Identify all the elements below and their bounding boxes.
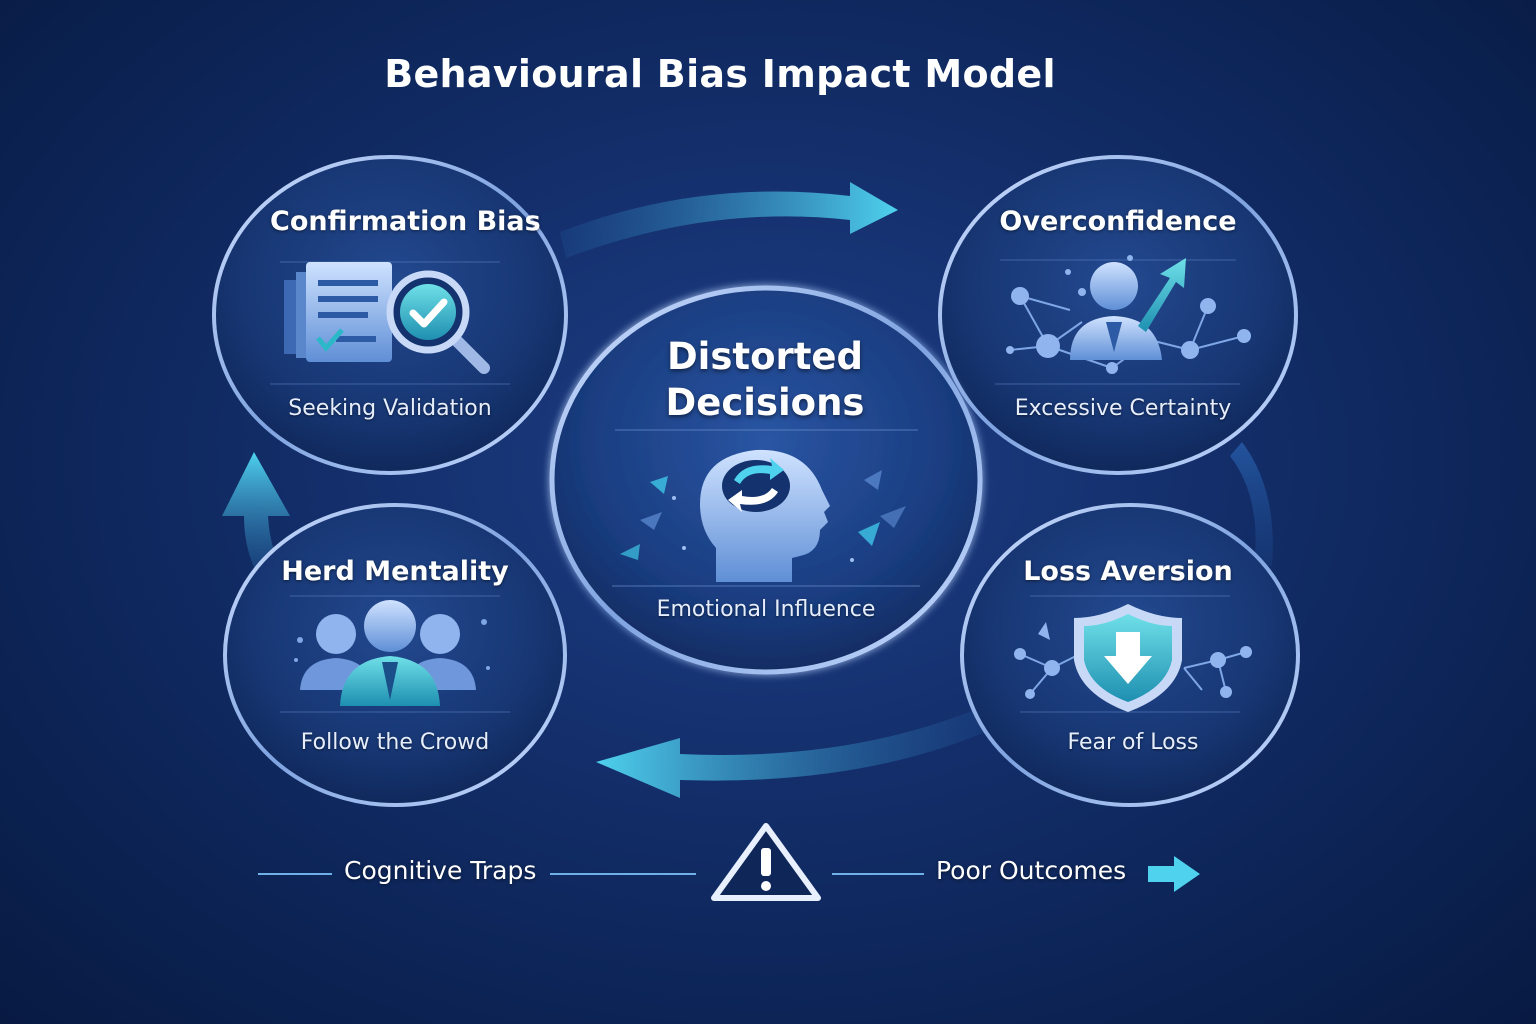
center-title-line1: Distorted	[666, 335, 864, 378]
head-cycle-icon	[620, 449, 906, 582]
node-subtitle-overconfidence: Excessive Certainty	[1014, 396, 1232, 421]
shield-down-arrow-icon	[1014, 604, 1252, 712]
arrow-right-icon	[1148, 856, 1200, 892]
node-title-loss: Loss Aversion	[1023, 556, 1233, 587]
center-title: Distorted Decisions	[610, 334, 920, 426]
node-circle-herd	[223, 503, 567, 807]
center-title-line2: Decisions	[665, 381, 865, 424]
person-network-arrow-icon	[1006, 255, 1251, 374]
node-title-herd: Herd Mentality	[281, 556, 509, 587]
bottom-label-right: Poor Outcomes	[936, 856, 1127, 885]
node-subtitle-herd: Follow the Crowd	[300, 730, 490, 755]
page-title: Behavioural Bias Impact Model	[384, 52, 1056, 96]
top-flow-arrow	[560, 182, 898, 258]
node-title-confirmation: Confirmation Bias	[270, 206, 541, 237]
bottom-flow-arrow	[596, 706, 990, 798]
warning-triangle-icon	[711, 823, 821, 901]
document-magnifier-check-icon	[284, 262, 490, 374]
bottom-label-left: Cognitive Traps	[344, 856, 537, 885]
group-people-icon	[294, 600, 490, 706]
node-subtitle-confirmation: Seeking Validation	[288, 396, 492, 421]
right-flow-arrow	[1230, 442, 1273, 566]
node-subtitle-loss: Fear of Loss	[1067, 730, 1199, 755]
node-title-overconfidence: Overconfidence	[999, 206, 1237, 237]
node-circle-overconfidence	[938, 155, 1298, 475]
center-subtitle: Emotional Influence	[656, 597, 876, 622]
